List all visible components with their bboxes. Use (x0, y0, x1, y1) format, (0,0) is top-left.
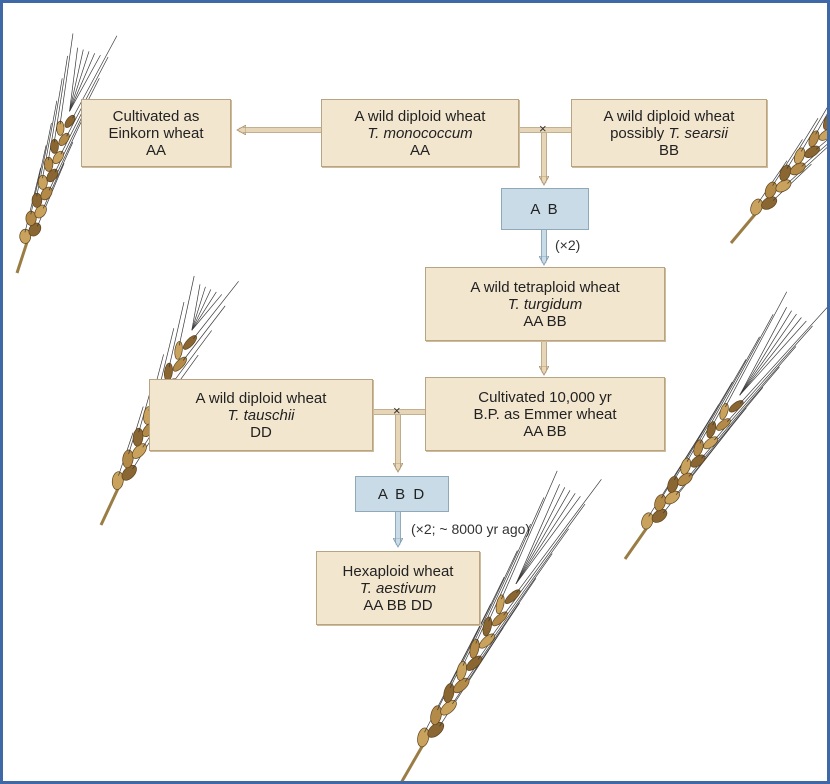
emmer-line2: B.P. as Emmer wheat (473, 405, 617, 423)
box-t-searsii: A wild diploid wheat possibly T. searsii… (571, 99, 767, 167)
aestivum-line1: Hexaploid wheat (342, 562, 454, 580)
doubling-note-2: (×2; ~ 8000 yr ago) (411, 521, 531, 537)
connector-lines (239, 128, 571, 546)
doubling-note-1: (×2) (555, 237, 581, 253)
box-t-turgidum: A wild tetraploid wheat T. turgidum AA B… (425, 267, 665, 341)
tauschii-genome: DD (250, 423, 272, 441)
box-hybrid-ab: A B (501, 188, 589, 230)
box-einkorn-wheat: Cultivated as Einkorn wheat AA (81, 99, 231, 167)
turgidum-species: T. turgidum (507, 295, 583, 313)
box-emmer-wheat: Cultivated 10,000 yr B.P. as Emmer wheat… (425, 377, 665, 451)
searsii-line1: A wild diploid wheat (603, 107, 735, 125)
box-hybrid-abd: A B D (355, 476, 449, 512)
searsii-line2: possibly T. searsii (572, 125, 766, 142)
monococcum-genome: AA (409, 141, 430, 159)
monococcum-species: T. monococcum (367, 124, 473, 142)
emmer-line1: Cultivated 10,000 yr (478, 388, 612, 406)
einkorn-line2: Einkorn wheat (108, 124, 204, 142)
cross-symbol-top: × (539, 121, 547, 136)
hybrid-abd-genome: A B D (377, 485, 427, 503)
monococcum-line1: A wild diploid wheat (354, 107, 486, 125)
wheat-ear-icon (729, 75, 827, 244)
searsii-prefix: possibly (610, 124, 669, 142)
emmer-genome: AA BB (523, 422, 567, 440)
cross-symbol-middle: × (393, 403, 401, 418)
tauschii-species: T. tauschii (227, 406, 295, 424)
einkorn-line1: Cultivated as (112, 107, 200, 125)
turgidum-line1: A wild tetraploid wheat (470, 278, 620, 296)
box-t-aestivum: Hexaploid wheat T. aestivum AA BB DD (316, 551, 480, 625)
wheat-ear-icon (399, 470, 602, 781)
box-t-monococcum: A wild diploid wheat T. monococcum AA (321, 99, 519, 167)
aestivum-genome: AA BB DD (363, 596, 433, 614)
diagram-art (15, 33, 827, 781)
hybrid-ab-genome: A B (530, 200, 560, 218)
turgidum-genome: AA BB (523, 312, 567, 330)
tauschii-line1: A wild diploid wheat (195, 389, 327, 407)
box-t-tauschii: A wild diploid wheat T. tauschii DD (149, 379, 373, 451)
wheat-ear-icon (623, 291, 827, 560)
wheat-ear-icon (15, 33, 118, 274)
searsii-species: T. searsii (668, 124, 728, 142)
einkorn-genome: AA (145, 141, 166, 159)
searsii-genome: BB (658, 141, 679, 159)
wheat-illustrations (15, 33, 827, 781)
aestivum-species: T. aestivum (359, 579, 437, 597)
